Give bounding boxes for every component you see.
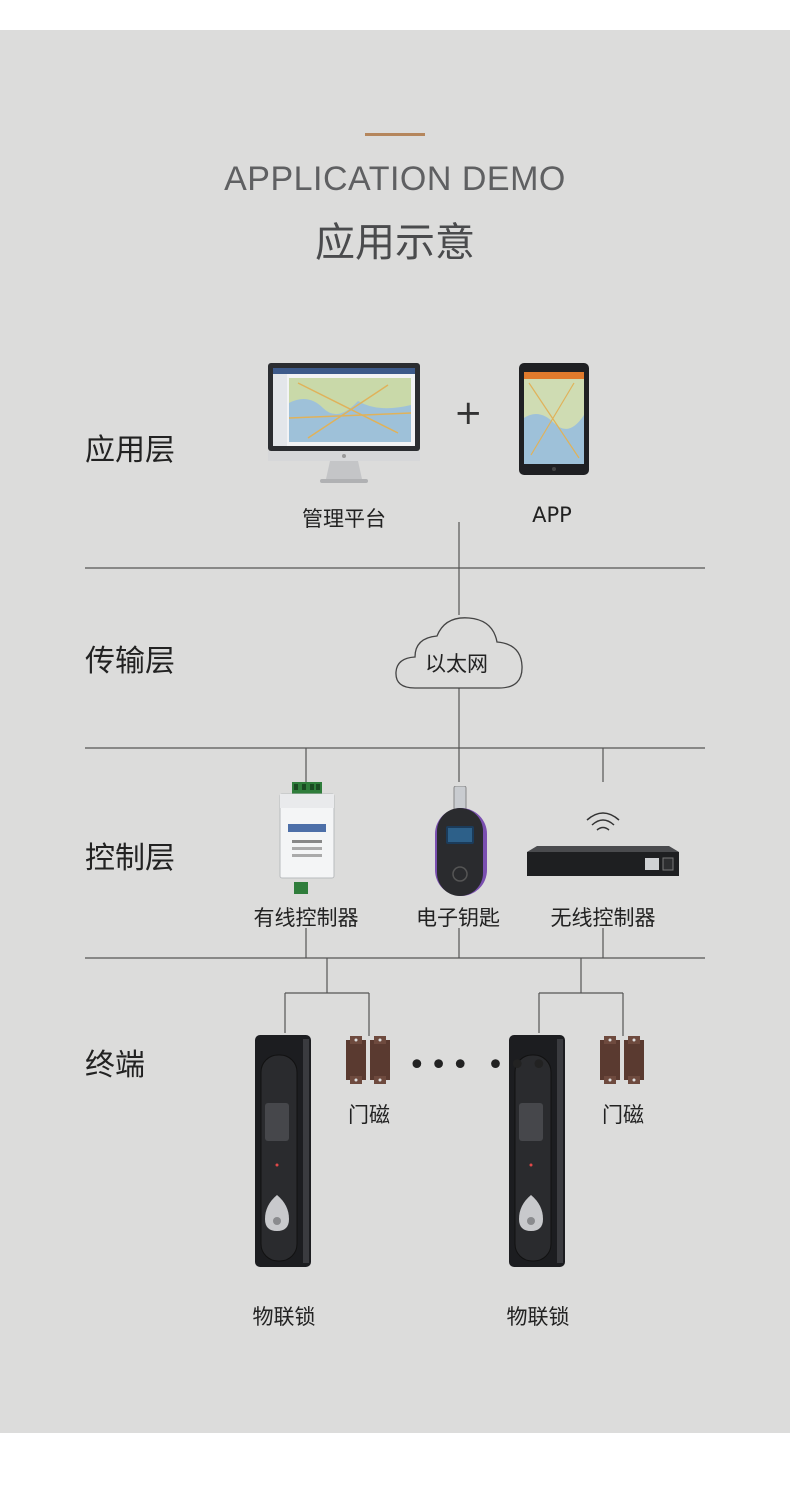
- iot-lock-right-icon: [509, 1035, 565, 1267]
- wireless-controller-icon: [527, 812, 679, 876]
- layer-terminal: 终端: [85, 1048, 145, 1083]
- layer-control: 控制层: [85, 841, 175, 876]
- label-iot-lock-left: 物联锁: [252, 1305, 316, 1329]
- label-door-sensor-right: 门磁: [602, 1103, 644, 1127]
- layer-transmission: 传输层: [85, 644, 175, 679]
- monitor-icon: [268, 363, 420, 483]
- label-electronic-key: 电子钥匙: [416, 906, 500, 930]
- electronic-key-icon: [435, 786, 487, 896]
- ellipsis: ••• •••: [408, 1048, 552, 1083]
- tablet-icon: [519, 363, 589, 475]
- accent-bar: [365, 133, 425, 136]
- label-door-sensor-left: 门磁: [348, 1103, 390, 1127]
- label-iot-lock-right: 物联锁: [506, 1305, 570, 1329]
- title-chinese: 应用示意: [315, 220, 475, 266]
- layer-application: 应用层: [85, 433, 175, 468]
- label-app: APP: [532, 503, 572, 527]
- label-platform: 管理平台: [302, 507, 386, 531]
- door-sensor-right-icon: [600, 1036, 644, 1084]
- cloud-icon: [395, 617, 523, 689]
- label-ethernet: 以太网: [425, 652, 488, 676]
- label-wireless-controller: 无线控制器: [550, 906, 656, 930]
- title-english: APPLICATION DEMO: [224, 160, 566, 198]
- wired-controller-icon: [279, 782, 335, 894]
- diagram-panel: [0, 30, 790, 1433]
- label-wired-controller: 有线控制器: [253, 906, 359, 930]
- plus-sign: +: [454, 393, 483, 433]
- door-sensor-left-icon: [346, 1036, 390, 1084]
- iot-lock-left-icon: [255, 1035, 311, 1267]
